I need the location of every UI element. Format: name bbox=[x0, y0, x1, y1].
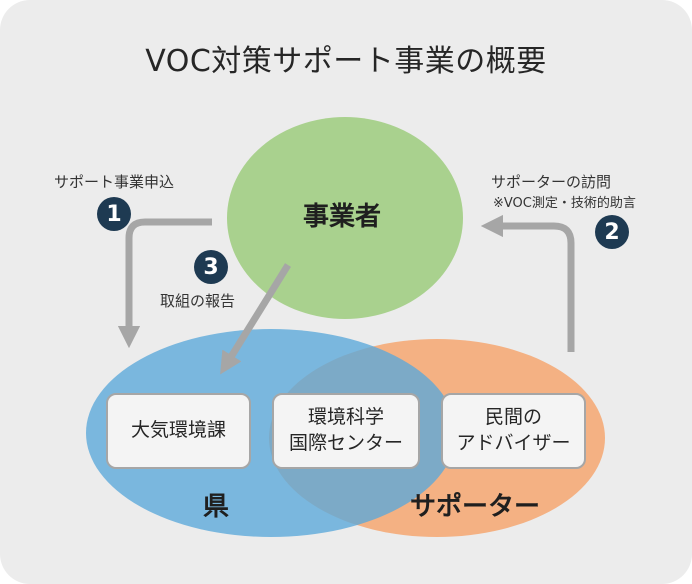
box-private-advisor: 民間の アドバイザー bbox=[441, 393, 586, 469]
step2-label: サポーターの訪問 bbox=[491, 173, 612, 191]
prefecture-label: 県 bbox=[203, 492, 230, 522]
step1-label: サポート事業申込 bbox=[54, 173, 175, 191]
supporter-label: サポーター bbox=[410, 492, 541, 522]
box-research-center: 環境科学 国際センター bbox=[272, 393, 420, 469]
business-label: 事業者 bbox=[303, 202, 382, 232]
arrow-visit bbox=[480, 214, 575, 352]
diagram-title: VOC対策サポート事業の概要 bbox=[145, 44, 547, 79]
box-air-section: 大気環境課 bbox=[106, 393, 251, 469]
arrow-application bbox=[117, 218, 212, 349]
step1-badge: 1 bbox=[97, 197, 131, 231]
arrow-report bbox=[220, 263, 291, 375]
step2-badge: 2 bbox=[595, 215, 629, 249]
step3-badge: 3 bbox=[194, 250, 228, 284]
box-research-center-line1: 環境科学 bbox=[307, 406, 384, 429]
step2-sublabel: ※VOC測定・技術的助言 bbox=[493, 196, 636, 211]
prefecture-circle bbox=[86, 329, 456, 537]
box-research-center-line2: 国際センター bbox=[288, 432, 403, 454]
box-air-section-text: 大気環境課 bbox=[130, 419, 226, 442]
box-advisor-line2: アドバイザー bbox=[456, 432, 571, 454]
step3-label: 取組の報告 bbox=[160, 292, 236, 310]
box-advisor-line1: 民間の bbox=[484, 406, 542, 429]
